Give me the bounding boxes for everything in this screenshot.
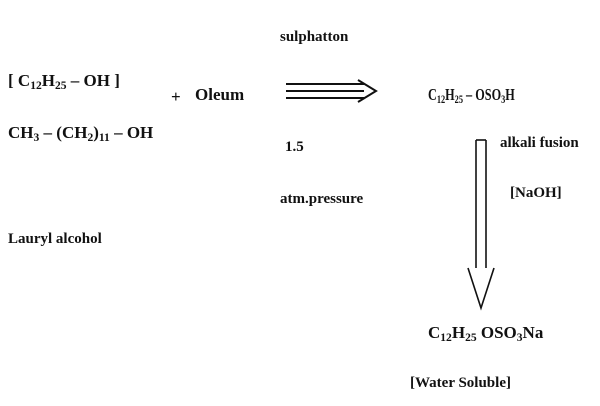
product-tail-sub: 3 — [516, 330, 523, 344]
product-c: C — [428, 323, 441, 342]
intermediate-tail-b: H — [505, 85, 515, 104]
pressure-value: 1.5 — [285, 139, 304, 155]
reactant-formula-c-sub: 12 — [30, 78, 42, 92]
fusion-arrow — [467, 139, 495, 311]
product-tail-b: Na — [522, 323, 544, 342]
reactant-formula-c: C — [17, 71, 31, 90]
intermediate-tail-sub: 3 — [501, 92, 506, 106]
product-h: H — [451, 323, 466, 342]
product-formula: C12H25 OSO3Na — [428, 323, 544, 344]
reactant-structure-tail: – OH — [109, 123, 154, 142]
intermediate-c-sub: 12 — [436, 92, 446, 106]
reactant-structure-close: ) — [93, 123, 99, 142]
plus-sign: + — [171, 87, 181, 106]
reactant-formula-h-sub: 25 — [54, 78, 67, 92]
reactant-name: Lauryl alcohol — [8, 231, 102, 247]
intermediate-h-sub: 25 — [454, 92, 463, 106]
sulphation-arrow — [286, 79, 378, 103]
process-label: sulphatton — [280, 29, 349, 45]
reactant-formula-h: H — [41, 71, 55, 90]
reactant-formula-bracket: [ — [8, 71, 14, 90]
reactant-structure-n-sub: 11 — [98, 130, 110, 144]
product-c-sub: 12 — [440, 330, 452, 344]
intermediate-formula: C12H25 – OSO3H — [428, 85, 549, 106]
reactant-structure: CH3 – (CH2)11 – OH — [8, 123, 154, 144]
intermediate-h: H — [445, 85, 455, 104]
reactant-structure-head-sub: 3 — [33, 130, 40, 144]
reactant-structure-head: CH — [8, 123, 34, 142]
intermediate-tail-a: – OSO — [462, 85, 502, 104]
intermediate-c: C — [428, 85, 437, 104]
reactant-formula-tail: – OH ] — [66, 71, 120, 90]
product-note: [Water Soluble] — [410, 375, 511, 391]
reactant-structure-mid: – (CH — [39, 123, 88, 142]
pressure-label: atm.pressure — [280, 191, 364, 207]
product-tail-a: OSO — [476, 323, 517, 342]
reactant-formula: [ C12H25 – OH ] — [8, 71, 120, 92]
reactant-structure-mid-sub: 2 — [87, 130, 94, 144]
reagent-name: Oleum — [195, 85, 245, 104]
fusion-reagent: [NaOH] — [510, 185, 562, 201]
product-h-sub: 25 — [465, 330, 477, 344]
fusion-label: alkali fusion — [500, 135, 579, 151]
